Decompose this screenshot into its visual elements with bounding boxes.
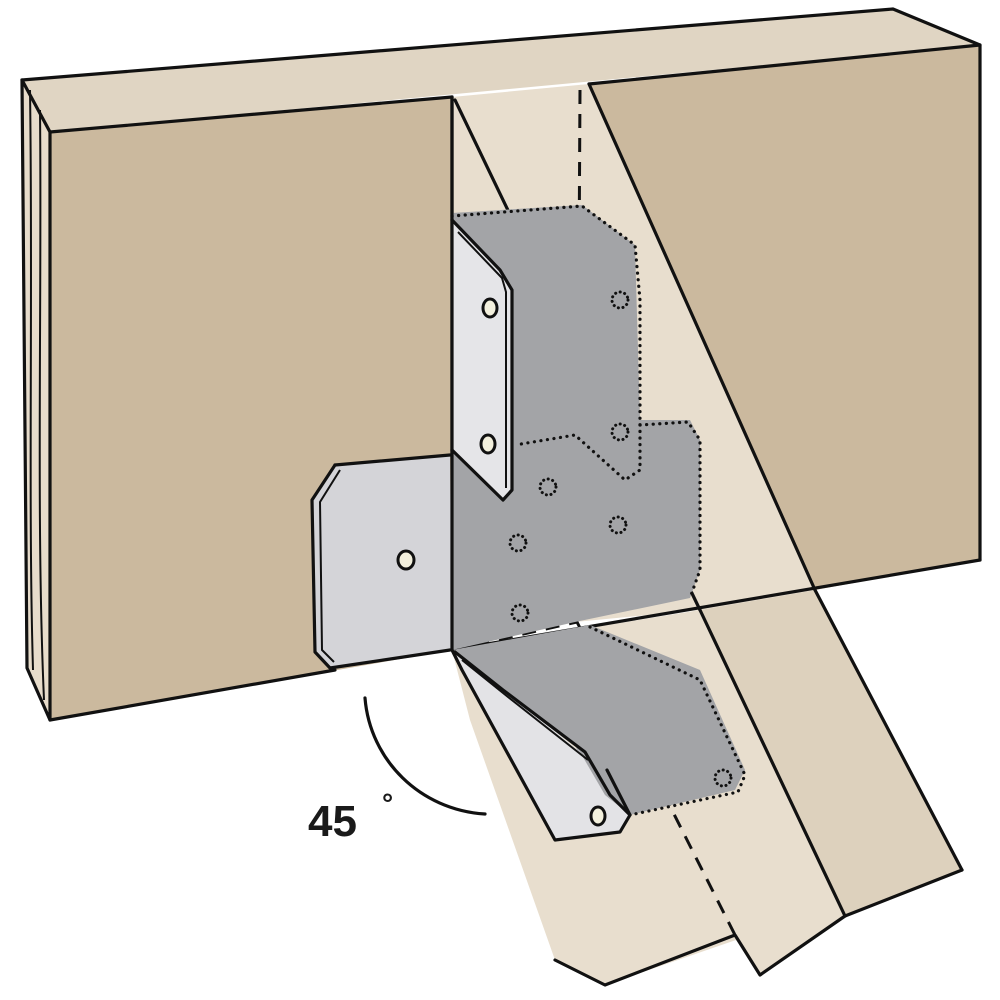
degree-symbol: ° [382,788,394,819]
nail-hole-icon [481,297,499,319]
header-top-face [22,9,980,132]
hanger-seat-plate [452,625,745,815]
nail-hole-icon [589,805,607,827]
hanger-left-flange [310,453,452,670]
hanger-top-flange [450,218,514,502]
hanger-back-plate [452,205,700,650]
nail-hole-icon [396,549,416,571]
joist-hanger [450,204,747,817]
angle-label: 45 [308,797,357,846]
angle-arc [363,696,487,816]
hanger-bottom-flange [450,648,632,842]
joist-side-face [700,590,962,916]
header-front-face-right [589,45,980,590]
header-end-face [22,80,50,720]
nail-hole-icon [479,433,497,455]
